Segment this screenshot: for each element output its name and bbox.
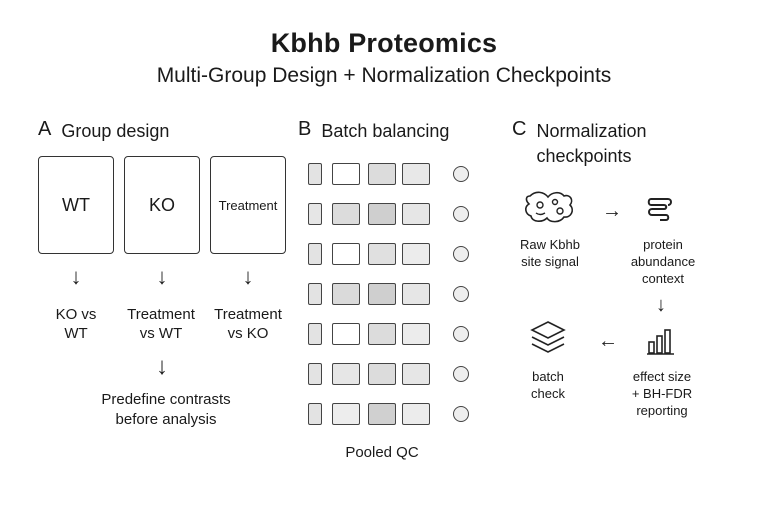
batch-plate-well	[332, 163, 360, 185]
pooled-qc-circle	[453, 326, 469, 342]
group-box-ko: KO	[124, 156, 200, 254]
step-effect-size: effect size + BH-FDR reporting	[631, 369, 693, 418]
batch-plate-well	[308, 403, 322, 425]
batch-plate-well	[368, 203, 396, 225]
contrast-note: Predefine contrasts before analysis	[101, 391, 231, 428]
pooled-qc-circle	[453, 406, 469, 422]
batch-plate-well	[332, 283, 360, 305]
step-protein-context: protein abundance context	[630, 237, 696, 286]
panel-a-letter: A	[38, 118, 52, 140]
batch-plate-well	[332, 203, 360, 225]
pooled-qc-circle	[453, 246, 469, 262]
batch-plate-well	[332, 403, 360, 425]
batch-plate-well	[368, 323, 396, 345]
left-arrow-icon: ←	[598, 330, 618, 352]
figure-subtitle: Multi-Group Design + Normalization Check…	[156, 64, 612, 87]
batch-plate-well	[402, 363, 430, 385]
pooled-qc-circle	[453, 366, 469, 382]
figure-title: Kbhb Proteomics	[270, 28, 498, 58]
group-box-treatment: Treatment	[210, 156, 286, 254]
batch-plate-well	[332, 243, 360, 265]
panel-c-letter: C	[512, 118, 527, 140]
batch-plate-well	[402, 163, 430, 185]
batch-plate-well	[368, 243, 396, 265]
panel-a-heading: A Group design	[38, 118, 169, 144]
group-label-ko: KO	[148, 194, 175, 215]
batch-plate-well	[308, 283, 322, 305]
down-arrow-icon: ↓	[242, 264, 254, 289]
batch-plate-well	[308, 203, 322, 225]
batch-plate-well	[308, 323, 322, 345]
batch-plate-well	[402, 203, 430, 225]
batch-plate-well	[402, 283, 430, 305]
down-arrow-icon: ↓	[70, 264, 82, 289]
batch-plate-well	[308, 243, 322, 265]
panel-a-title: Group design	[61, 121, 170, 141]
panel-c-title-line1: Normalization	[536, 121, 647, 141]
layers-icon	[530, 321, 566, 353]
batch-plate-well	[368, 363, 396, 385]
pooled-qc-label: Pooled QC	[345, 444, 419, 461]
bar-chart-icon	[647, 329, 674, 355]
contrast-treatment-vs-ko: Treatment vs KO	[214, 306, 282, 342]
down-arrow-icon: ↓	[156, 353, 168, 380]
panel-b-letter: B	[298, 118, 312, 140]
pooled-qc-circle	[453, 166, 469, 182]
batch-plate-well	[308, 163, 322, 185]
contrast-treatment-vs-wt: Treatment vs WT	[127, 306, 195, 342]
down-arrow-icon: ↓	[156, 264, 168, 289]
batch-plate-well	[368, 163, 396, 185]
batch-plate-well	[332, 323, 360, 345]
batch-plate-well	[368, 283, 396, 305]
batch-plate-well	[402, 243, 430, 265]
contrast-ko-vs-wt: KO vs WT	[55, 306, 97, 342]
batch-plate-well	[368, 403, 396, 425]
panel-c-heading: C Normalization checkpoints	[512, 118, 647, 169]
group-box-wt: WT	[38, 156, 114, 254]
batch-plate-well	[308, 363, 322, 385]
step-raw-signal: Raw Kbhb site signal	[520, 237, 580, 269]
group-label-treatment: Treatment	[218, 197, 278, 213]
batch-plate-well	[332, 363, 360, 385]
blob-icon	[525, 191, 573, 223]
protein-icon	[647, 198, 672, 221]
pooled-qc-circle	[453, 286, 469, 302]
panel-b-title: Batch balancing	[321, 121, 450, 141]
down-arrow-icon: ↓	[656, 294, 666, 316]
right-arrow-icon: →	[602, 200, 622, 222]
group-label-wt: WT	[62, 194, 90, 215]
panel-c-title-line2: checkpoints	[536, 146, 632, 166]
panel-b-heading: B Batch balancing	[298, 118, 449, 144]
pooled-qc-circle	[453, 206, 469, 222]
batch-plate-well	[402, 323, 430, 345]
step-batch-check: batch check	[531, 369, 565, 401]
batch-plate-well	[402, 403, 430, 425]
